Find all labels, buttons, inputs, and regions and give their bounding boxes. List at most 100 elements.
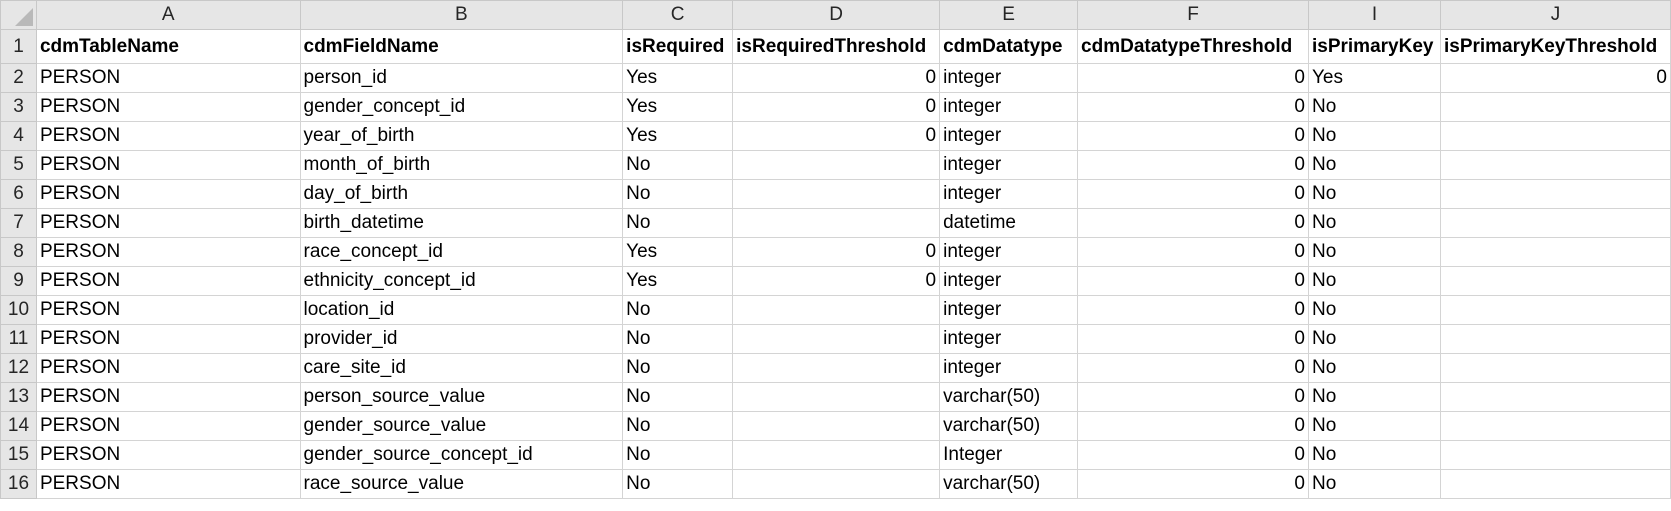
cell-b[interactable]: gender_concept_id xyxy=(299,92,624,122)
cell-f[interactable]: 0 xyxy=(1077,382,1309,412)
row-header[interactable]: 8 xyxy=(0,237,37,267)
column-header-b[interactable]: B xyxy=(299,0,624,30)
cell-j[interactable] xyxy=(1439,121,1671,151)
cell-e[interactable]: integer xyxy=(939,92,1079,122)
row-header[interactable]: 13 xyxy=(0,382,37,412)
cell-j[interactable] xyxy=(1439,411,1671,441)
row-header[interactable]: 16 xyxy=(0,469,37,499)
cell-d[interactable] xyxy=(732,440,941,470)
cell-e[interactable]: varchar(50) xyxy=(939,411,1079,441)
row-header[interactable]: 11 xyxy=(0,324,37,354)
row-header[interactable]: 15 xyxy=(0,440,37,470)
header-cell-d[interactable]: isRequiredThreshold xyxy=(732,29,941,64)
row-header[interactable]: 7 xyxy=(0,208,37,238)
cell-a[interactable]: PERSON xyxy=(35,469,301,499)
column-header-f[interactable]: F xyxy=(1077,0,1309,30)
cell-a[interactable]: PERSON xyxy=(35,411,301,441)
cell-i[interactable]: Yes xyxy=(1307,63,1441,93)
cell-i[interactable]: No xyxy=(1307,353,1441,383)
cell-i[interactable]: No xyxy=(1307,237,1441,267)
cell-i[interactable]: No xyxy=(1307,150,1441,180)
cell-i[interactable]: No xyxy=(1307,121,1441,151)
cell-i[interactable]: No xyxy=(1307,469,1441,499)
cell-b[interactable]: provider_id xyxy=(299,324,624,354)
row-header[interactable]: 5 xyxy=(0,150,37,180)
cell-d[interactable] xyxy=(732,411,941,441)
column-header-j[interactable]: J xyxy=(1439,0,1671,30)
cell-e[interactable]: integer xyxy=(939,150,1079,180)
cell-c[interactable]: No xyxy=(622,411,734,441)
cell-a[interactable]: PERSON xyxy=(35,92,301,122)
cell-d[interactable]: 0 xyxy=(732,237,941,267)
row-header[interactable]: 10 xyxy=(0,295,37,325)
cell-a[interactable]: PERSON xyxy=(35,179,301,209)
cell-c[interactable]: No xyxy=(622,382,734,412)
cell-f[interactable]: 0 xyxy=(1077,411,1309,441)
cell-c[interactable]: Yes xyxy=(622,63,734,93)
cell-c[interactable]: No xyxy=(622,440,734,470)
cell-b[interactable]: race_source_value xyxy=(299,469,624,499)
cell-b[interactable]: ethnicity_concept_id xyxy=(299,266,624,296)
cell-j[interactable] xyxy=(1439,469,1671,499)
cell-b[interactable]: day_of_birth xyxy=(299,179,624,209)
cell-j[interactable] xyxy=(1439,150,1671,180)
cell-c[interactable]: Yes xyxy=(622,237,734,267)
cell-a[interactable]: PERSON xyxy=(35,208,301,238)
cell-d[interactable] xyxy=(732,382,941,412)
cell-e[interactable]: varchar(50) xyxy=(939,469,1079,499)
cell-e[interactable]: Integer xyxy=(939,440,1079,470)
cell-a[interactable]: PERSON xyxy=(35,353,301,383)
cell-a[interactable]: PERSON xyxy=(35,382,301,412)
cell-f[interactable]: 0 xyxy=(1077,92,1309,122)
cell-b[interactable]: person_source_value xyxy=(299,382,624,412)
column-header-a[interactable]: A xyxy=(35,0,301,30)
header-cell-i[interactable]: isPrimaryKey xyxy=(1307,29,1441,64)
select-all-button[interactable] xyxy=(0,0,37,30)
cell-i[interactable]: No xyxy=(1307,295,1441,325)
cell-c[interactable]: No xyxy=(622,295,734,325)
row-header[interactable]: 6 xyxy=(0,179,37,209)
cell-i[interactable]: No xyxy=(1307,324,1441,354)
cell-b[interactable]: gender_source_concept_id xyxy=(299,440,624,470)
header-cell-a[interactable]: cdmTableName xyxy=(35,29,301,64)
cell-d[interactable]: 0 xyxy=(732,121,941,151)
cell-d[interactable] xyxy=(732,150,941,180)
column-header-d[interactable]: D xyxy=(732,0,941,30)
cell-i[interactable]: No xyxy=(1307,266,1441,296)
cell-e[interactable]: varchar(50) xyxy=(939,382,1079,412)
header-cell-f[interactable]: cdmDatatypeThreshold xyxy=(1077,29,1309,64)
cell-a[interactable]: PERSON xyxy=(35,150,301,180)
cell-i[interactable]: No xyxy=(1307,179,1441,209)
cell-f[interactable]: 0 xyxy=(1077,440,1309,470)
cell-d[interactable] xyxy=(732,179,941,209)
column-header-c[interactable]: C xyxy=(622,0,734,30)
header-cell-b[interactable]: cdmFieldName xyxy=(299,29,624,64)
cell-c[interactable]: No xyxy=(622,353,734,383)
header-cell-e[interactable]: cdmDatatype xyxy=(939,29,1079,64)
cell-c[interactable]: Yes xyxy=(622,92,734,122)
cell-e[interactable]: integer xyxy=(939,121,1079,151)
cell-a[interactable]: PERSON xyxy=(35,324,301,354)
cell-j[interactable] xyxy=(1439,382,1671,412)
cell-f[interactable]: 0 xyxy=(1077,295,1309,325)
cell-e[interactable]: integer xyxy=(939,266,1079,296)
cell-c[interactable]: No xyxy=(622,208,734,238)
cell-e[interactable]: integer xyxy=(939,353,1079,383)
row-header[interactable]: 4 xyxy=(0,121,37,151)
cell-b[interactable]: month_of_birth xyxy=(299,150,624,180)
cell-d[interactable] xyxy=(732,295,941,325)
cell-a[interactable]: PERSON xyxy=(35,63,301,93)
cell-c[interactable]: No xyxy=(622,469,734,499)
cell-j[interactable] xyxy=(1439,208,1671,238)
cell-e[interactable]: integer xyxy=(939,237,1079,267)
cell-e[interactable]: integer xyxy=(939,295,1079,325)
cell-a[interactable]: PERSON xyxy=(35,266,301,296)
cell-a[interactable]: PERSON xyxy=(35,440,301,470)
cell-d[interactable]: 0 xyxy=(732,266,941,296)
header-cell-j[interactable]: isPrimaryKeyThreshold xyxy=(1439,29,1671,64)
cell-f[interactable]: 0 xyxy=(1077,266,1309,296)
column-header-e[interactable]: E xyxy=(939,0,1079,30)
cell-f[interactable]: 0 xyxy=(1077,237,1309,267)
row-header[interactable]: 3 xyxy=(0,92,37,122)
